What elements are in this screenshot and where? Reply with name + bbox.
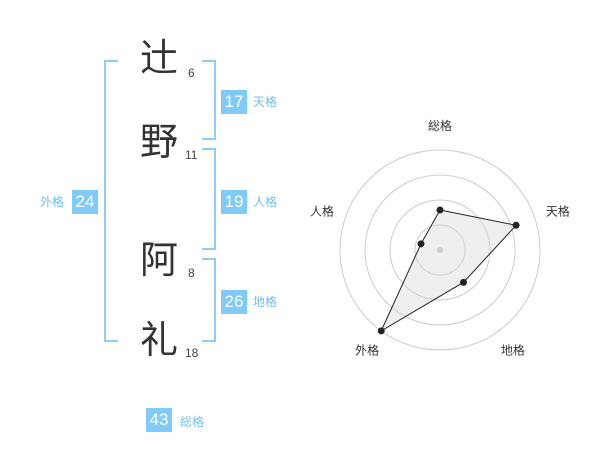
radar-point-5 <box>417 240 425 248</box>
chikaku-label: 地格 <box>253 295 278 309</box>
radar-ring <box>389 199 491 301</box>
radar-axis-label-5: 人格 <box>310 204 334 219</box>
stroke-count-1: 6 <box>188 66 195 80</box>
radar-center <box>437 247 443 253</box>
radar-axis-label-2: 天格 <box>546 204 570 219</box>
gaikaku-label: 外格 <box>40 195 65 209</box>
jinkaku-bracket <box>202 148 216 250</box>
jinkaku-value: 19 <box>221 190 247 214</box>
chikaku-bracket <box>202 258 216 342</box>
name-char-2: 野 <box>140 120 179 164</box>
tenkaku-bracket <box>202 60 216 140</box>
tenkaku-value: 17 <box>221 90 247 114</box>
radar-axis-label-3: 地格 <box>501 342 525 357</box>
name-char-3: 阿 <box>140 238 179 282</box>
name-char-1: 辻 <box>140 36 179 80</box>
radar-point-1 <box>436 206 444 214</box>
soukaku-label: 総格 <box>180 415 205 429</box>
radar-area <box>380 209 518 333</box>
stroke-count-2: 11 <box>185 148 198 162</box>
radar-ring <box>339 149 541 351</box>
radar-axis-label-1: 総格 <box>428 118 452 133</box>
jinkaku-label: 人格 <box>253 195 278 209</box>
gaikaku-bracket <box>104 60 118 342</box>
gaikaku-value: 24 <box>72 190 98 214</box>
chikaku-value: 26 <box>221 290 247 314</box>
radar-axis-label-4: 外格 <box>355 342 379 357</box>
radar-point-2 <box>512 221 520 229</box>
radar-point-3 <box>460 278 468 286</box>
radar-point-4 <box>377 327 385 335</box>
radar-ring <box>364 174 516 326</box>
stroke-count-4: 18 <box>185 346 199 360</box>
radar-ring <box>414 224 466 276</box>
soukaku-value: 43 <box>146 408 172 432</box>
name-char-4: 礼 <box>140 318 179 362</box>
tenkaku-label: 天格 <box>253 95 278 109</box>
stroke-count-3: 8 <box>188 266 195 280</box>
